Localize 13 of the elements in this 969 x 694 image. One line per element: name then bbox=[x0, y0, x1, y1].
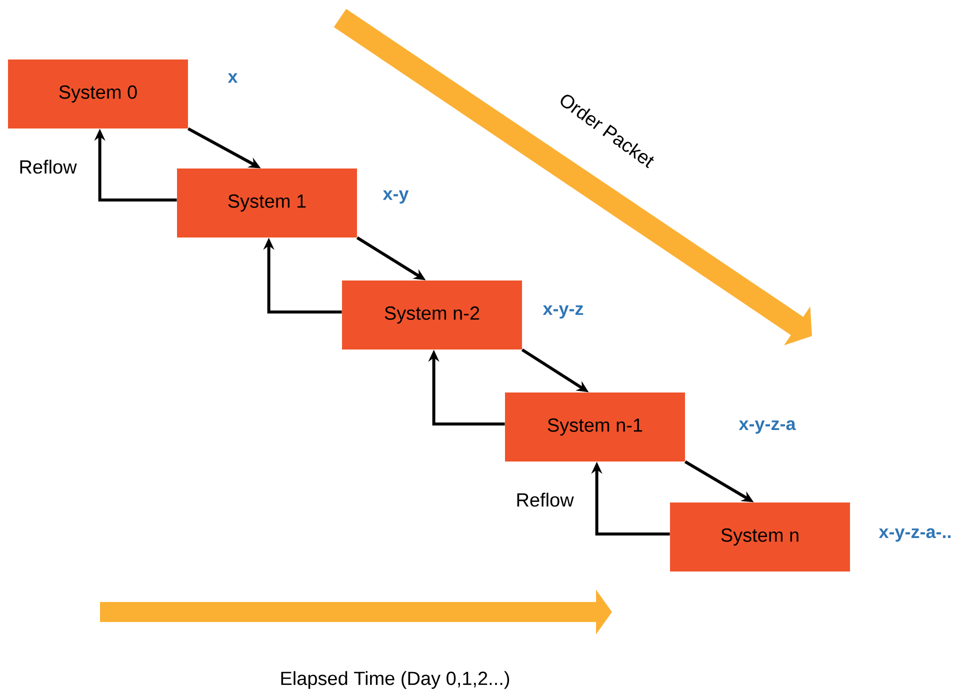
axis-label: Elapsed Time (Day 0,1,2...) bbox=[281, 671, 510, 689]
value-label: x-y-z-a bbox=[738, 420, 796, 434]
process-box: System n-1 bbox=[505, 392, 685, 462]
process-box: System n bbox=[670, 502, 850, 572]
process-box: System 0 bbox=[8, 60, 188, 128]
edge-label: Reflow bbox=[514, 492, 575, 508]
value-label: x-y-z-a-.. bbox=[878, 528, 950, 542]
edge-label: Reflow bbox=[18, 158, 78, 175]
process-box: System 1 bbox=[177, 168, 357, 238]
value-label: x bbox=[228, 73, 238, 83]
process-box: System n-2 bbox=[342, 280, 522, 350]
value-label: x-y bbox=[382, 190, 409, 204]
value-label: x-y-z bbox=[542, 305, 584, 319]
